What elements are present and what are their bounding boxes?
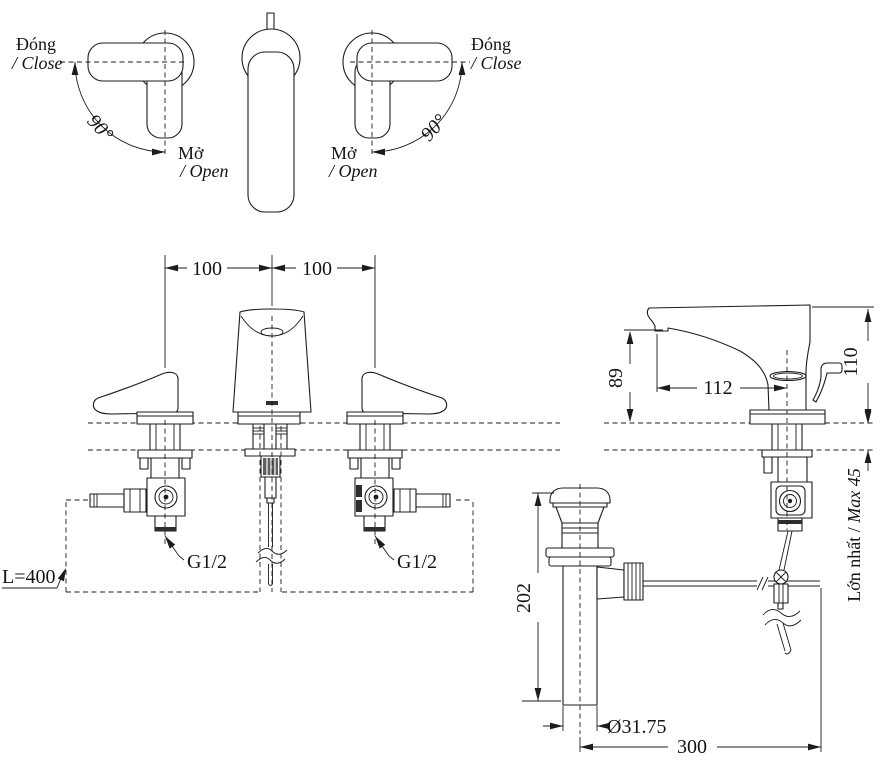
- rotation-diagram-left: Đóng / Close 90° Mở / Open: [11, 30, 229, 181]
- side-view: 89 112 110 Lớn nhất / Max 45 202: [513, 304, 874, 758]
- side-valve: [761, 423, 813, 532]
- side-handle-lever: [812, 362, 843, 403]
- dim-300-text: 300: [677, 736, 707, 758]
- dim-deck-max-text: Lớn nhất / Max 45: [844, 468, 864, 602]
- open-label-vi: Mở: [178, 143, 204, 163]
- dim-overall-height: 110 Lớn nhất / Max 45: [812, 306, 874, 602]
- rotation-arc: [74, 61, 166, 153]
- close-label-en: / Close: [11, 53, 63, 73]
- angle-label: 90°: [82, 110, 117, 146]
- front-view: 100 100 G1/2 G1/2 L=400: [2, 255, 560, 593]
- dim-rod-reach: 300: [579, 588, 822, 758]
- dim-handle-spacing: 100 100: [164, 255, 376, 368]
- dim-100-left: 100: [192, 258, 222, 280]
- close-label-vi: Đóng: [471, 34, 511, 54]
- dim-100-right: 100: [302, 258, 332, 280]
- rotation-arc: [371, 61, 463, 153]
- front-supply-box: [65, 499, 474, 593]
- dim-spout-reach: 112: [656, 334, 787, 399]
- front-left-handle: [89, 371, 194, 532]
- thread-label-left: G1/2: [162, 534, 227, 573]
- side-spout: [646, 304, 843, 425]
- angle-label: 90°: [416, 110, 451, 146]
- rotation-diagram-right: Đóng / Close 90° Mở / Open: [328, 30, 522, 181]
- open-label-en: / Open: [328, 161, 378, 181]
- dim-drain-height: 202: [513, 492, 561, 702]
- dim-tube-diameter: Ø31.75: [543, 706, 666, 738]
- dim-110-text: 110: [840, 347, 862, 376]
- spout-body-top-view: [247, 51, 295, 213]
- open-label-vi: Mở: [331, 143, 357, 163]
- deck-max-vi: Lớn nhất /: [844, 523, 864, 602]
- g12-right-text: G1/2: [397, 551, 437, 573]
- dim-89-text: 89: [605, 368, 627, 388]
- thread-label-right: G1/2: [372, 534, 437, 573]
- handle-closed-position: [87, 42, 184, 82]
- l400-text: L=400: [2, 566, 56, 588]
- spout-top-view: [241, 12, 301, 213]
- dim-202-text: 202: [513, 583, 535, 613]
- g12-left-text: G1/2: [187, 551, 227, 573]
- side-lift-rod: [642, 530, 820, 655]
- close-label-en: / Close: [470, 53, 522, 73]
- close-label-vi: Đóng: [16, 34, 56, 54]
- front-right-handle: [346, 371, 451, 532]
- deck-max-en: Max 45: [844, 468, 864, 523]
- side-popup-drain: [545, 487, 644, 706]
- dim-112-text: 112: [703, 377, 732, 399]
- dim-diameter-text: Ø31.75: [607, 716, 666, 738]
- open-label-en: / Open: [179, 161, 229, 181]
- hose-length-label: L=400: [2, 566, 70, 589]
- dim-spout-outlet-height: 89: [605, 329, 663, 422]
